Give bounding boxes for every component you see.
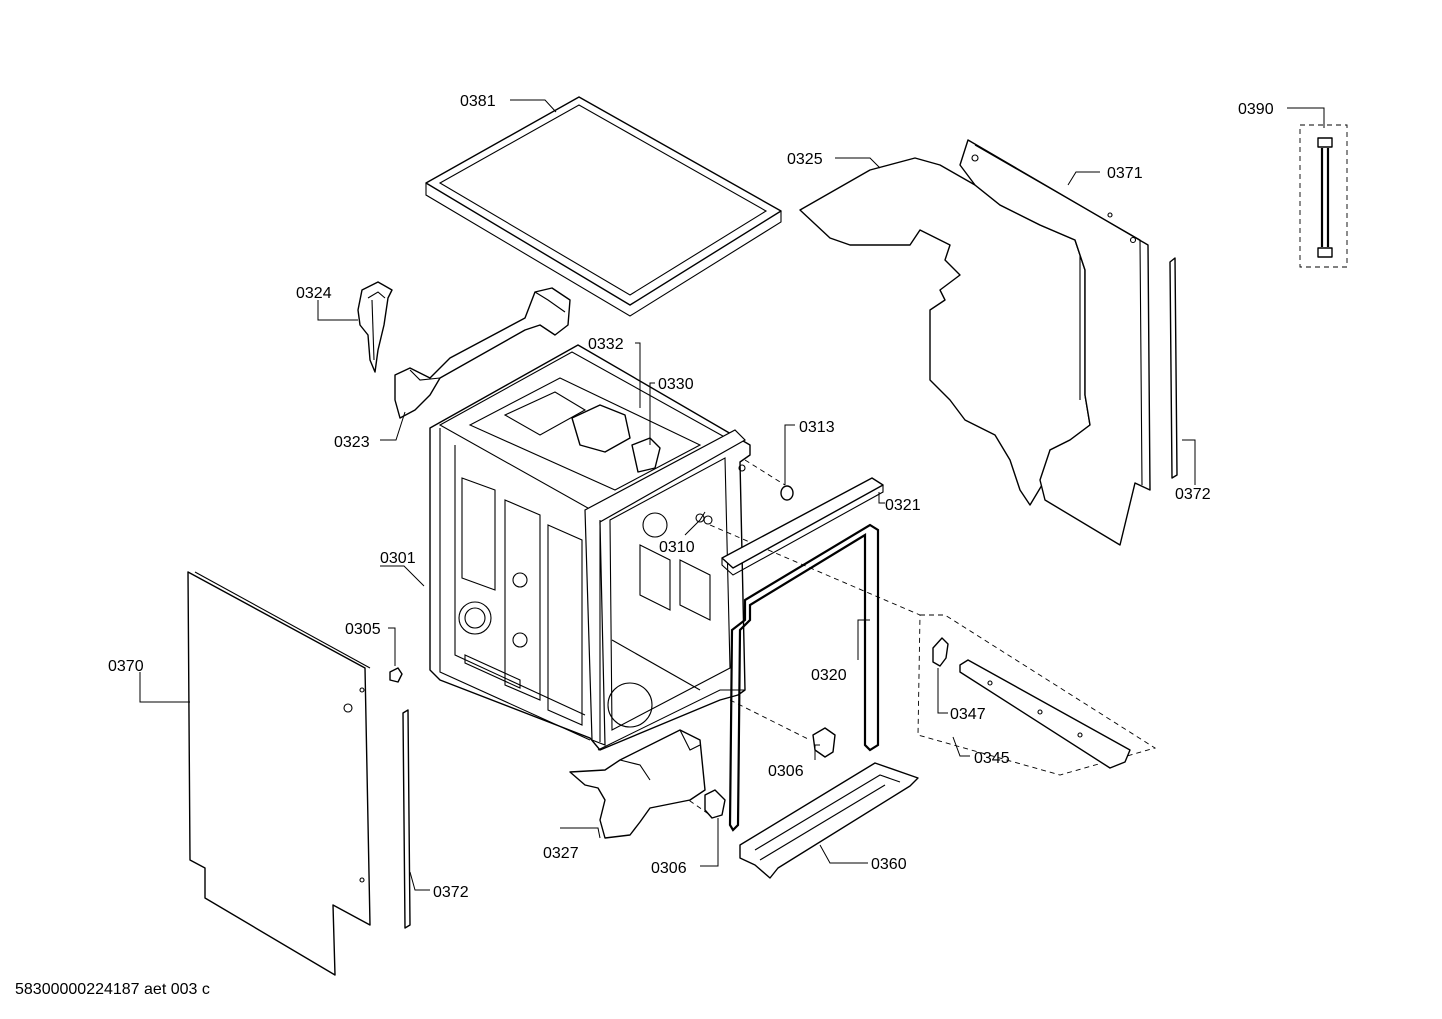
part-0323-cross-strut bbox=[394, 287, 571, 419]
part-0347-clip: 0347 bbox=[932, 637, 986, 723]
part-0372-trim-left: 0372 bbox=[402, 709, 469, 929]
part-0371-side-panel-right bbox=[959, 139, 1151, 546]
label-0323: 0323 bbox=[334, 434, 370, 451]
part-0306-bracket-left: 0306 bbox=[651, 789, 726, 877]
leader-0301: 0301 bbox=[380, 550, 425, 587]
label-0370: 0370 bbox=[108, 658, 144, 675]
part-0345-rail-kit bbox=[917, 614, 1157, 776]
label-0313: 0313 bbox=[799, 419, 835, 436]
leader-0390: 0390 bbox=[1238, 101, 1325, 128]
label-0330: 0330 bbox=[658, 376, 694, 393]
part-0370-side-panel-left bbox=[187, 571, 371, 976]
leader-0310: 0310 bbox=[659, 511, 713, 556]
part-0360-base-tray bbox=[739, 762, 919, 879]
part-0301-tub-frame bbox=[429, 344, 751, 751]
leader-0371: 0371 bbox=[1067, 165, 1143, 186]
leader-0327: 0327 bbox=[543, 827, 601, 862]
label-0306b: 0306 bbox=[651, 860, 687, 877]
part-0390-hose-set bbox=[1299, 124, 1348, 268]
part-0381-top-cover bbox=[425, 96, 782, 317]
label-0306a: 0306 bbox=[768, 763, 804, 780]
leader-0345: 0345 bbox=[952, 736, 1010, 767]
part-0324-latch bbox=[357, 281, 393, 373]
label-0301: 0301 bbox=[380, 550, 416, 567]
leader-0320: 0320 bbox=[811, 619, 870, 684]
label-0325: 0325 bbox=[787, 151, 823, 168]
label-0372b: 0372 bbox=[433, 884, 469, 901]
label-0372a: 0372 bbox=[1175, 486, 1211, 503]
label-0327: 0327 bbox=[543, 845, 579, 862]
part-0321-top-rail bbox=[721, 477, 884, 576]
label-0345: 0345 bbox=[974, 750, 1010, 767]
part-0327-base-support bbox=[569, 729, 706, 839]
label-0347: 0347 bbox=[950, 706, 986, 723]
drawing-code: 58300000224187 aet 003 c bbox=[15, 981, 210, 998]
label-0324: 0324 bbox=[296, 285, 332, 302]
leader-0332: 0332 bbox=[588, 336, 641, 408]
part-0372-trim-right: 0372 bbox=[1169, 257, 1211, 503]
label-0305: 0305 bbox=[345, 621, 381, 638]
label-0320: 0320 bbox=[811, 667, 847, 684]
leader-0323: 0323 bbox=[334, 411, 406, 451]
label-0321: 0321 bbox=[885, 497, 921, 514]
leader-0325: 0325 bbox=[787, 151, 881, 169]
label-0390: 0390 bbox=[1238, 101, 1274, 118]
label-0310: 0310 bbox=[659, 539, 695, 556]
leader-0324: 0324 bbox=[296, 285, 358, 321]
leader-0360: 0360 bbox=[819, 844, 907, 873]
label-0371: 0371 bbox=[1107, 165, 1143, 182]
leader-0381: 0381 bbox=[460, 93, 557, 113]
part-0320-door-seal bbox=[728, 523, 880, 832]
leader-0321: 0321 bbox=[878, 492, 921, 514]
leader-0370: 0370 bbox=[108, 658, 190, 703]
part-0305-clip: 0305 bbox=[345, 621, 403, 683]
leader-0330: 0330 bbox=[649, 376, 694, 445]
part-0306-bracket-right: 0306 bbox=[768, 727, 836, 780]
label-0381: 0381 bbox=[460, 93, 496, 110]
label-0332: 0332 bbox=[588, 336, 624, 353]
label-0360: 0360 bbox=[871, 856, 907, 873]
part-0313-plug: 0313 bbox=[738, 419, 835, 501]
